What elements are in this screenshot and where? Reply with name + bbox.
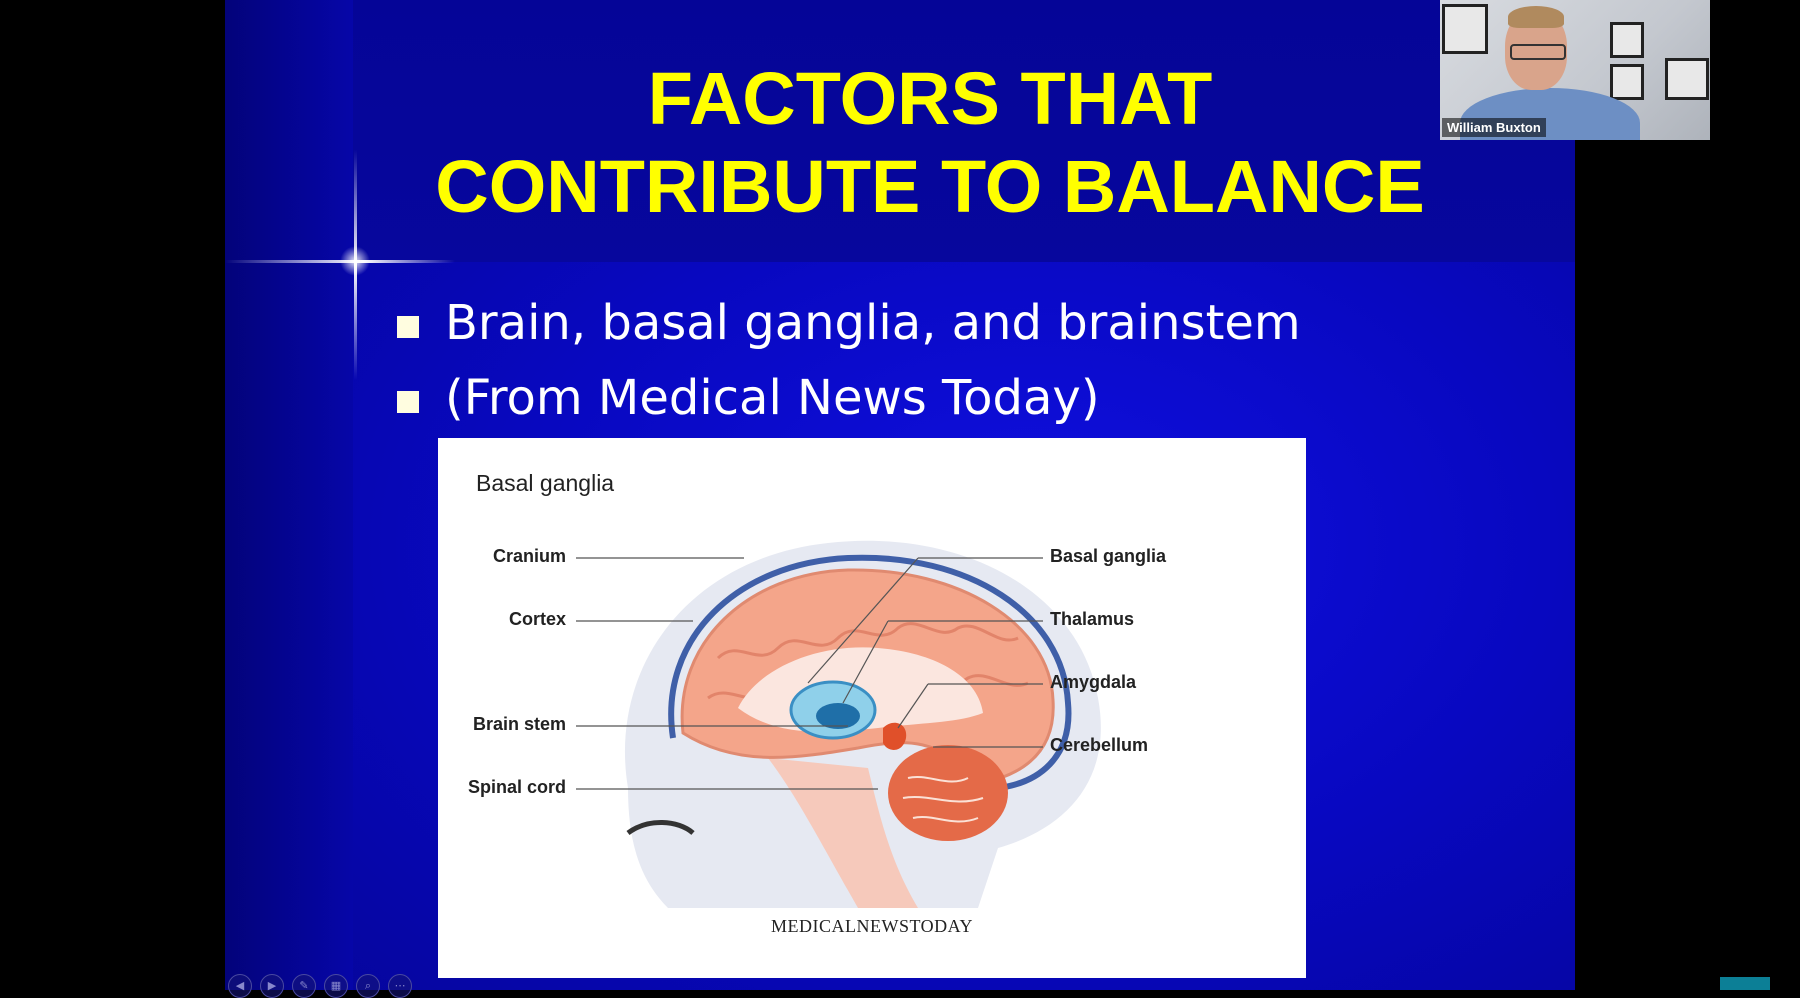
thalamus-shape	[816, 703, 860, 729]
slide-title: FACTORS THAT CONTRIBUTE TO BALANCE	[355, 55, 1505, 231]
label-brain-stem: Brain stem	[472, 714, 566, 734]
leader-line-basal-ganglia-diag	[807, 557, 919, 684]
more-icon[interactable]: ⋯	[388, 974, 412, 998]
participant-hair	[1508, 6, 1564, 28]
corner-accent	[1720, 977, 1770, 990]
bullet-text: Brain, basal ganglia, and brainstem	[445, 294, 1301, 351]
bullet-item: (From Medical News Today)	[397, 360, 1301, 435]
slide-title-line-2: CONTRIBUTE TO BALANCE	[435, 145, 1425, 228]
bullet-square-icon	[397, 390, 419, 413]
next-icon[interactable]: ▶	[260, 974, 284, 998]
figure-title: Basal ganglia	[476, 470, 615, 496]
slide-header-band	[225, 0, 1575, 262]
bullet-text: (From Medical News Today)	[445, 369, 1100, 426]
slide-title-line-1: FACTORS THAT	[647, 57, 1213, 140]
participant-video-tile[interactable]: William Buxton	[1440, 0, 1710, 140]
slide-left-strip	[225, 0, 353, 990]
bullet-item: Brain, basal ganglia, and brainstem	[397, 285, 1301, 360]
bullet-square-icon	[397, 315, 419, 338]
figure-credit: MEDICALNEWSTODAY	[770, 916, 973, 936]
wall-frame	[1442, 4, 1488, 54]
cortex-folds	[716, 622, 1019, 660]
zoom-icon[interactable]: ⌕	[356, 974, 380, 998]
cranium-outline	[668, 554, 1072, 791]
basal-ganglia-figure: Basal ganglia Cranium Cortex Brain stem …	[438, 438, 1306, 978]
wall-frame	[1665, 58, 1709, 100]
cerebellum-shape	[888, 745, 1008, 841]
prev-icon[interactable]: ◀	[228, 974, 252, 998]
participant-name-tag: William Buxton	[1442, 118, 1546, 137]
bullet-list: Brain, basal ganglia, and brainstem (Fro…	[397, 285, 1301, 435]
amygdala-shape	[883, 722, 907, 750]
pen-icon[interactable]: ✎	[292, 974, 316, 998]
presentation-slide: FACTORS THAT CONTRIBUTE TO BALANCE Brain…	[225, 0, 1575, 990]
eye-detail	[626, 820, 695, 836]
label-amygdala: Amygdala	[1050, 672, 1137, 692]
leader-line-thalamus-diag	[842, 620, 889, 704]
label-spinal-cord: Spinal cord	[467, 777, 566, 797]
brainstem-shape	[768, 758, 918, 908]
label-cerebellum: Cerebellum	[1050, 735, 1149, 755]
wall-frame	[1610, 22, 1644, 58]
slideshow-controls: ◀ ▶ ✎ ▦ ⌕ ⋯	[228, 974, 412, 998]
brain-diagram	[576, 540, 1101, 908]
label-cortex: Cortex	[508, 609, 566, 629]
sparkle-glow	[340, 246, 370, 276]
cerebellum-folds	[902, 776, 984, 823]
label-thalamus: Thalamus	[1050, 609, 1135, 629]
label-basal-ganglia: Basal ganglia	[1050, 546, 1167, 566]
label-cranium: Cranium	[492, 546, 566, 566]
glasses-icon	[1510, 44, 1566, 60]
wall-frame	[1610, 64, 1644, 100]
slides-icon[interactable]: ▦	[324, 974, 348, 998]
leader-line-amygdala-diag	[897, 683, 929, 729]
